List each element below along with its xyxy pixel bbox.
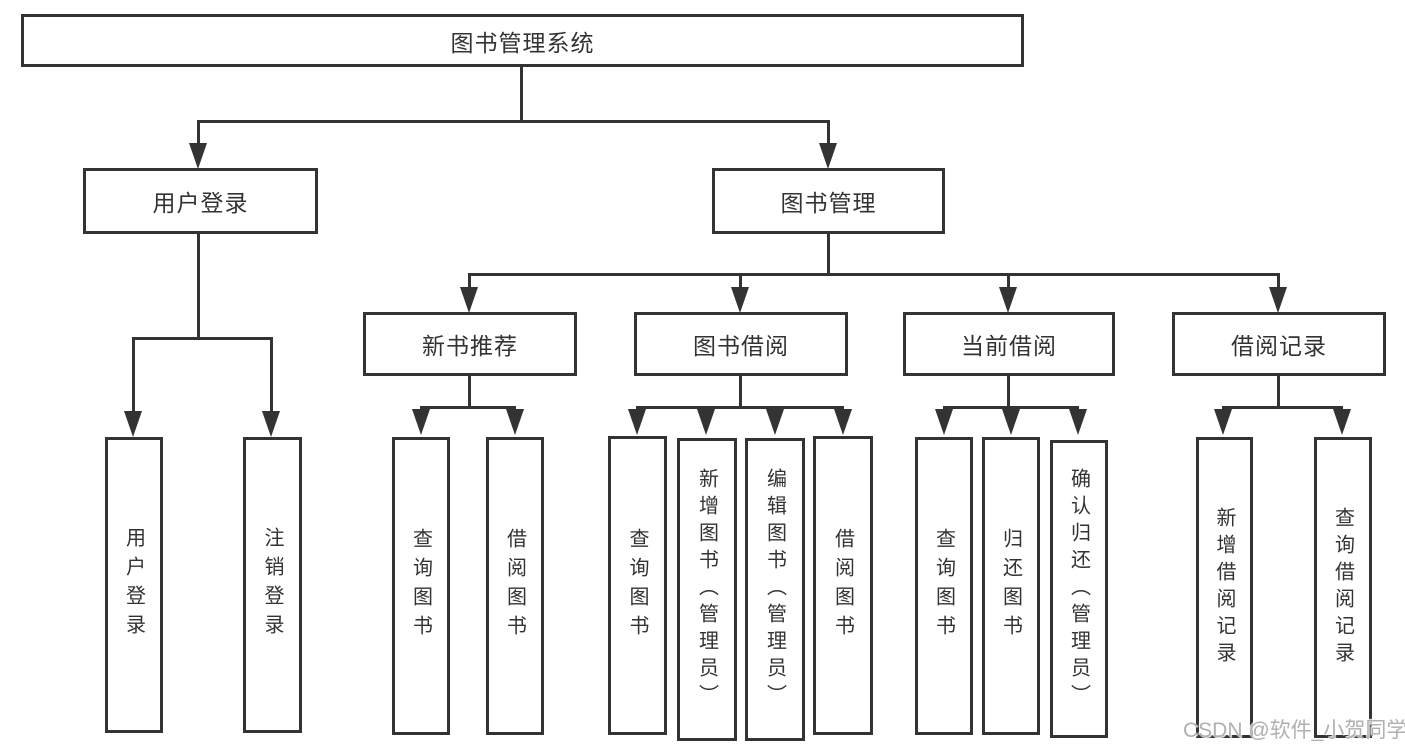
node-library-management-system: 图书管理系统 <box>21 14 1024 67</box>
node-label: 用户登录 <box>152 190 249 216</box>
connector-user-login-bar <box>132 337 273 340</box>
node-query-books-current: 查询图书 <box>915 437 973 735</box>
arrowhead-query-books-recommend <box>412 409 430 435</box>
node-add-books-admin: 新增图书（管理员） <box>677 438 737 741</box>
arrowhead-confirm-return-admin <box>1069 409 1087 435</box>
arrowhead-borrowing-records <box>1269 287 1287 313</box>
node-label: 新书推荐 <box>422 333 518 359</box>
arrowhead-book-management <box>819 143 837 169</box>
node-query-books-recommend: 查询图书 <box>392 437 450 735</box>
connector-book-borrowing-bar <box>636 406 844 409</box>
node-label: 编辑图书（管理员） <box>763 468 786 711</box>
connector-drop-new-book-recommendation <box>468 273 471 289</box>
node-book-borrowing: 图书借阅 <box>634 312 848 376</box>
node-label: 查询图书 <box>932 528 955 644</box>
arrowhead-borrow-books-recommend <box>506 409 524 435</box>
connector-drop-book-management <box>827 120 830 148</box>
arrowhead-query-books-current <box>935 409 953 435</box>
connector-borrowing-records-bar <box>1222 406 1343 409</box>
connector-borrowing-records-stem <box>1277 376 1280 406</box>
node-borrow-books-recommend: 借阅图书 <box>486 437 544 735</box>
node-edit-books-admin: 编辑图书（管理员） <box>745 438 805 741</box>
arrowhead-borrow-books <box>834 409 852 435</box>
node-borrowing-records: 借阅记录 <box>1172 312 1386 376</box>
arrowhead-current-borrowing <box>999 287 1017 313</box>
connector-drop-book-borrowing <box>739 273 742 289</box>
node-label: 借阅记录 <box>1231 333 1327 359</box>
connector-current-borrowing-stem <box>1007 376 1010 406</box>
node-label: 用户登录 <box>122 527 145 643</box>
watermark-text: CSDN @软件_小贺同学 <box>1183 719 1405 742</box>
node-confirm-return-admin: 确认归还（管理员） <box>1050 440 1108 738</box>
node-label: 查询图书 <box>409 528 432 644</box>
connector-drop-logout <box>270 337 273 412</box>
node-label: 图书借阅 <box>693 333 789 359</box>
connector-drop-borrowing-records <box>1277 273 1280 289</box>
node-label: 查询图书 <box>626 527 648 644</box>
node-return-books: 归还图书 <box>982 437 1040 735</box>
node-label: 查询借阅记录 <box>1331 506 1354 669</box>
arrowhead-book-borrowing <box>731 287 749 313</box>
connector-new-book-recommendation-stem <box>468 376 471 406</box>
arrowhead-edit-books-admin <box>766 409 784 435</box>
connector-root-stem <box>520 67 523 120</box>
node-label: 新增借阅记录 <box>1213 506 1235 669</box>
connector-root-bar <box>197 120 830 123</box>
arrowhead-add-books-admin <box>697 409 715 435</box>
arrowhead-user-login <box>189 143 207 169</box>
node-query-books-borrow: 查询图书 <box>608 436 667 735</box>
connector-book-management-stem <box>827 233 830 273</box>
node-label: 当前借阅 <box>961 333 1057 359</box>
node-query-borrow-record: 查询借阅记录 <box>1314 437 1372 738</box>
arrowhead-query-books-borrow <box>628 409 646 435</box>
connector-drop-login <box>132 337 135 412</box>
connector-drop-user-login <box>197 120 200 148</box>
arrowhead-query-borrow-record <box>1333 409 1351 435</box>
connector-book-borrowing-stem <box>739 376 742 406</box>
arrowhead-return-books <box>1002 409 1020 435</box>
node-logout-action: 注销登录 <box>243 437 302 733</box>
node-label: 新增图书（管理员） <box>695 468 718 711</box>
node-new-book-recommendation: 新书推荐 <box>363 312 577 376</box>
node-user-login: 用户登录 <box>83 168 318 234</box>
node-current-borrowing: 当前借阅 <box>903 312 1115 376</box>
connector-current-borrowing-bar <box>943 406 1079 409</box>
node-add-borrow-record: 新增借阅记录 <box>1196 437 1253 738</box>
node-user-login-action: 用户登录 <box>105 437 163 733</box>
node-label: 注销登录 <box>261 527 283 643</box>
arrowhead-add-borrow-record <box>1214 409 1232 435</box>
node-label: 图书管理系统 <box>450 29 595 56</box>
node-borrow-books: 借阅图书 <box>813 436 873 735</box>
connector-level3-bar <box>468 273 1280 276</box>
arrowhead-login <box>124 411 142 437</box>
node-book-management: 图书管理 <box>712 168 945 234</box>
node-label: 确认归还（管理员） <box>1067 467 1090 711</box>
arrowhead-new-book-recommendation <box>460 287 478 313</box>
node-label: 借阅图书 <box>831 527 854 644</box>
connector-user-login-stem <box>197 233 200 337</box>
connector-drop-current-borrowing <box>1007 273 1010 289</box>
arrowhead-logout <box>262 411 280 437</box>
node-label: 图书管理 <box>780 190 877 216</box>
node-label: 借阅图书 <box>503 528 526 644</box>
node-label: 归还图书 <box>999 528 1022 644</box>
connector-new-book-recommendation-bar <box>420 406 516 409</box>
